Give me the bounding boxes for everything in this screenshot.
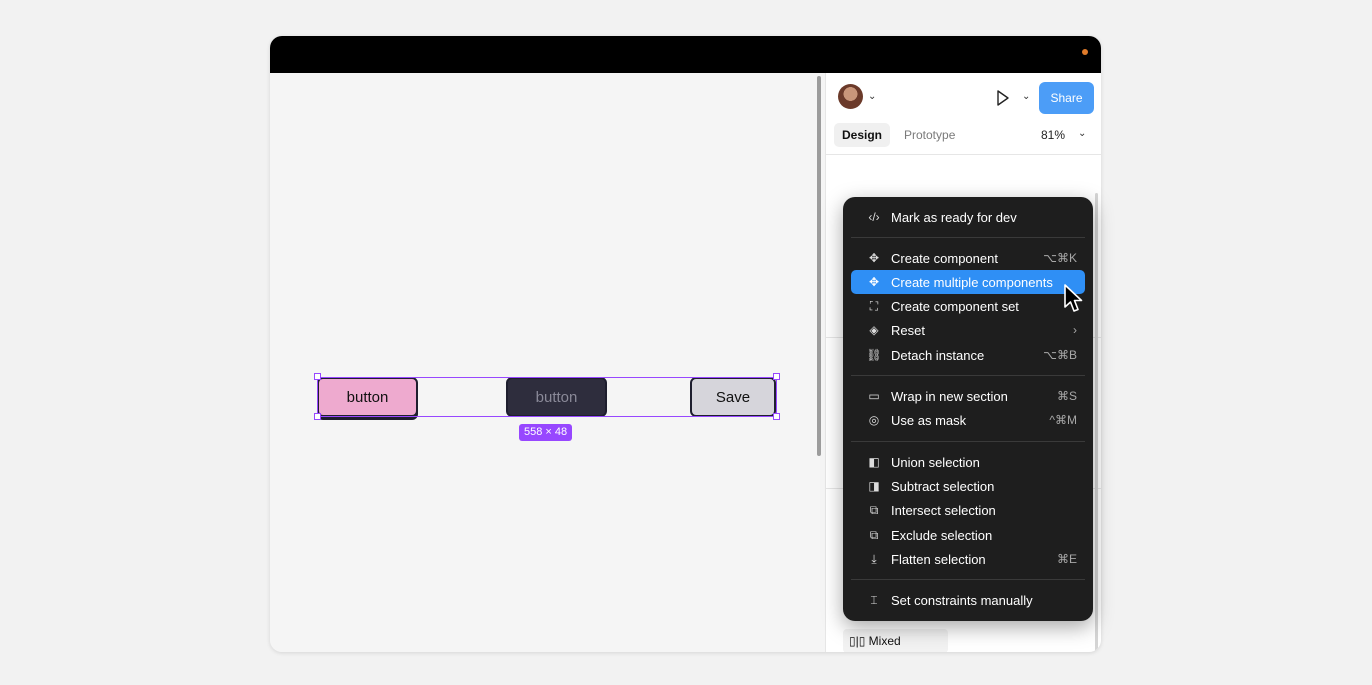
menu-item-label: Wrap in new section: [891, 388, 1008, 404]
mask-icon: ◎: [868, 413, 880, 427]
menu-item-label: Use as mask: [891, 412, 967, 428]
canvas-button-3[interactable]: Save: [690, 377, 776, 417]
menu-item-use-as-mask[interactable]: ◎ Use as mask ^⌘M: [851, 408, 1085, 432]
columns-icon: ▯|▯: [849, 634, 866, 648]
menu-divider: [851, 579, 1085, 580]
code-icon: ‹/›: [868, 210, 880, 224]
menu-item-shortcut: ⌘S: [1056, 389, 1077, 403]
avatar[interactable]: [838, 84, 863, 109]
menu-item-subtract-selection[interactable]: ◨ Subtract selection: [851, 474, 1085, 498]
mixed-field[interactable]: ▯|▯ Mixed: [843, 629, 948, 652]
menu-item-label: Set constraints manually: [891, 592, 1033, 608]
mouse-cursor-icon: [1064, 284, 1083, 312]
menu-item-label: Create component: [891, 250, 998, 266]
chevron-right-icon: ›: [1073, 323, 1077, 337]
menu-divider: [851, 237, 1085, 238]
menu-item-label: Reset: [891, 322, 925, 338]
menu-item-label: Flatten selection: [891, 551, 986, 567]
menu-item-reset[interactable]: ◈ Reset ›: [851, 318, 1085, 342]
resize-handle-br[interactable]: [773, 413, 780, 420]
context-menu: ‹/› Mark as ready for dev ✥ Create compo…: [843, 197, 1093, 621]
menu-item-mark-ready-for-dev[interactable]: ‹/› Mark as ready for dev: [851, 205, 1085, 229]
chevron-down-icon[interactable]: ⌄: [1078, 128, 1087, 139]
zoom-level[interactable]: 81%: [1041, 128, 1066, 142]
menu-item-exclude-selection[interactable]: ⧉ Exclude selection: [851, 523, 1085, 547]
tab-prototype[interactable]: Prototype: [904, 128, 956, 142]
multi-component-icon: ✥: [868, 275, 880, 289]
menu-item-label: Intersect selection: [891, 502, 996, 518]
design-canvas[interactable]: button button Save 558 × 48: [270, 73, 816, 652]
title-bar: [270, 36, 1101, 73]
resize-handle-tr[interactable]: [773, 373, 780, 380]
menu-item-label: Subtract selection: [891, 478, 995, 494]
canvas-button-1-label: button: [346, 388, 389, 406]
menu-divider: [851, 441, 1085, 442]
chevron-down-icon[interactable]: ⌄: [1022, 91, 1031, 102]
menu-item-set-constraints[interactable]: ⌶ Set constraints manually: [851, 588, 1085, 612]
resize-handle-tl[interactable]: [314, 373, 321, 380]
menu-item-create-component-set[interactable]: ⛶ Create component set: [851, 294, 1085, 318]
union-icon: ◧: [868, 455, 880, 469]
menu-item-shortcut: ^⌘M: [1049, 413, 1077, 427]
chevron-down-icon[interactable]: ⌄: [868, 91, 877, 102]
menu-item-label: Union selection: [891, 454, 980, 470]
menu-item-wrap-in-section[interactable]: ▭ Wrap in new section ⌘S: [851, 384, 1085, 408]
component-set-icon: ⛶: [869, 298, 879, 313]
menu-item-label: Detach instance: [891, 347, 985, 363]
selection-size-badge: 558 × 48: [519, 424, 573, 441]
canvas-button-3-label: Save: [715, 388, 751, 406]
detach-icon: ⛓: [866, 348, 882, 362]
menu-divider: [851, 375, 1085, 376]
canvas-scrollbar[interactable]: [817, 76, 821, 456]
tab-design[interactable]: Design: [834, 123, 891, 147]
subtract-icon: ◨: [868, 479, 880, 493]
intersect-icon: ⧉: [869, 502, 879, 517]
divider: [826, 154, 1101, 155]
mixed-label: Mixed: [868, 634, 901, 648]
menu-item-shortcut: ⌥⌘B: [1043, 348, 1077, 362]
menu-item-detach-instance[interactable]: ⛓ Detach instance ⌥⌘B: [851, 343, 1085, 367]
menu-item-label: Create multiple components: [891, 274, 1053, 290]
resize-handle-bl[interactable]: [314, 413, 321, 420]
menu-item-label: Create component set: [891, 298, 1019, 314]
section-icon: ▭: [868, 389, 880, 403]
status-dot: [1082, 49, 1088, 55]
exclude-icon: ⧉: [869, 527, 879, 542]
menu-item-shortcut: ⌘E: [1056, 552, 1077, 566]
canvas-button-2-label: button: [535, 388, 578, 406]
panel-scrollbar[interactable]: [1095, 193, 1098, 652]
play-icon[interactable]: [996, 90, 1010, 106]
share-button[interactable]: Share: [1039, 82, 1094, 114]
menu-item-intersect-selection[interactable]: ⧉ Intersect selection: [851, 498, 1085, 522]
component-icon: ✥: [868, 251, 880, 265]
selection-box[interactable]: [317, 377, 777, 417]
canvas-button-2[interactable]: button: [506, 377, 607, 417]
reset-icon: ◈: [869, 323, 879, 337]
flatten-icon: ⤓: [871, 551, 877, 566]
menu-item-create-multiple-components[interactable]: ✥ Create multiple components: [851, 270, 1085, 294]
menu-item-create-component[interactable]: ✥ Create component ⌥⌘K: [851, 246, 1085, 270]
menu-item-union-selection[interactable]: ◧ Union selection: [851, 450, 1085, 474]
menu-item-label: Mark as ready for dev: [891, 209, 1017, 225]
menu-item-label: Exclude selection: [891, 527, 993, 543]
menu-item-flatten-selection[interactable]: ⤓ Flatten selection ⌘E: [851, 547, 1085, 571]
constraints-icon: ⌶: [870, 592, 878, 607]
menu-item-shortcut: ⌥⌘K: [1043, 251, 1077, 265]
